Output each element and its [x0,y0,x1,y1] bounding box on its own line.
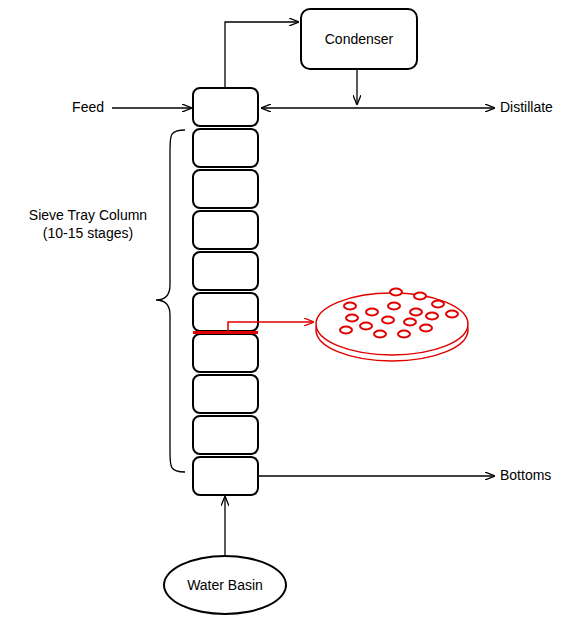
sieve-hole [388,303,400,310]
sieve-hole [420,325,432,332]
node-text: Condenser [325,31,394,47]
tray-highlight [193,331,258,334]
tray-callout-line [228,322,313,332]
tray-stage [193,170,258,208]
sieve-hole [414,293,426,300]
distillate-label: Distillate [498,99,555,117]
sieve-hole [382,317,394,324]
sieve-hole [398,331,410,338]
stage-brace [156,130,185,472]
feed-label: Feed [70,99,106,117]
tray-stage [193,334,258,372]
condensate-line [356,70,357,104]
node-text: Water Basin [187,577,263,593]
reflux-line [262,107,357,108]
sieve-hole [340,327,352,334]
condenser-box: Condenser [300,8,418,70]
sieve-hole [390,289,402,296]
bottoms-line [258,475,494,476]
tray-stage [193,457,258,495]
sieve-plate [316,293,468,355]
distillate-line [357,107,494,108]
sieve-hole [346,315,358,322]
sieve-hole [360,323,372,330]
bottoms-label: Bottoms [498,467,553,485]
sieve-hole [366,309,378,316]
sieve-holes [340,289,458,338]
tray-stage [193,293,258,331]
sieve-hole [344,303,356,310]
tray-stage [193,88,258,126]
sieve-hole [404,319,416,326]
sieve-hole [374,331,386,338]
feed-line [112,107,191,108]
tray-stage [193,211,258,249]
column-label: Sieve Tray Column (10-15 stages) [22,207,154,242]
water-basin: Water Basin [163,555,287,615]
tray-stage [193,252,258,290]
tray-stage [193,375,258,413]
tray-stage [193,416,258,454]
sieve-hole [410,309,422,316]
sieve-hole [432,301,444,308]
tray-stage [193,129,258,167]
steam-line [224,497,225,555]
vapour-line [225,22,298,88]
sieve-hole [446,311,458,318]
sieve-hole [426,313,438,320]
tray-stages [193,88,258,495]
